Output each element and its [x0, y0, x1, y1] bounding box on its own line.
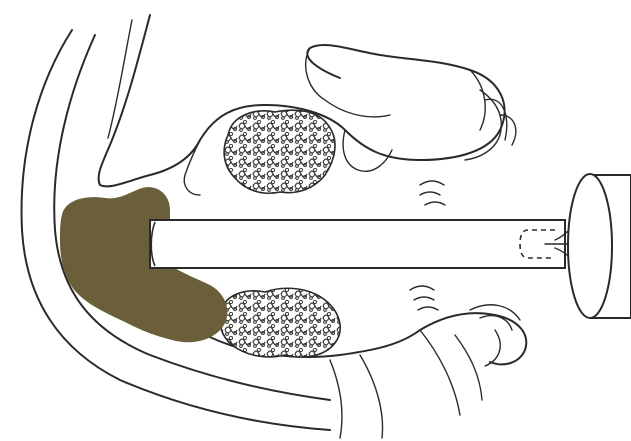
inserted-tube [150, 220, 565, 268]
upper-lobulated-tissue [224, 110, 335, 193]
cylinder-device [568, 174, 631, 318]
lower-lobulated-tissue [220, 288, 340, 357]
